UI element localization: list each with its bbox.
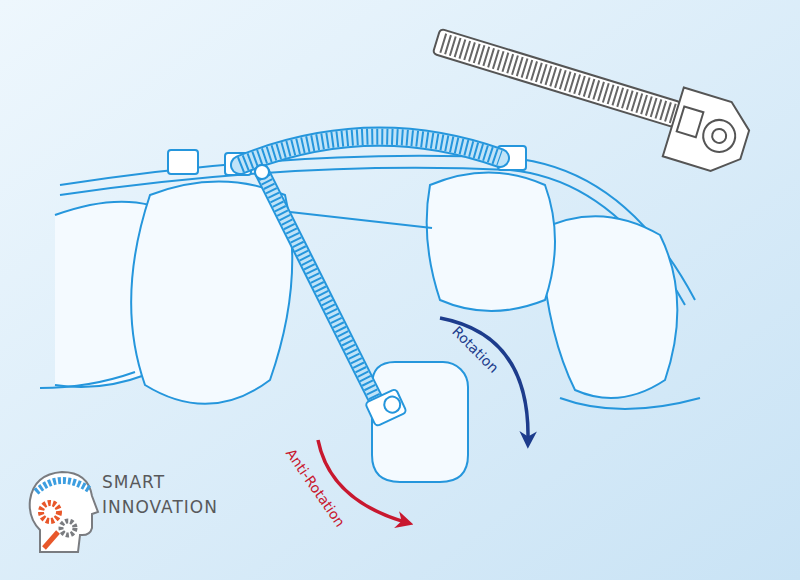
gum-line <box>560 398 700 409</box>
arrow-label: Rotation <box>449 324 501 376</box>
coil-spring <box>240 137 500 165</box>
tie-ring <box>699 116 739 156</box>
bracket <box>168 150 198 174</box>
tie-strip <box>262 172 376 400</box>
logo-gear <box>36 480 90 492</box>
arrow-label: Anti-Rotation <box>282 446 347 530</box>
tie-hook <box>255 165 269 179</box>
tie-band <box>433 29 682 128</box>
tie-lock-head <box>663 87 756 178</box>
logo-gear <box>44 532 58 548</box>
tie-strip <box>262 172 376 400</box>
coil-spring <box>240 137 500 165</box>
coil-spring <box>240 137 500 165</box>
tooth <box>540 216 677 398</box>
logo-gear <box>41 503 59 521</box>
tie-ring <box>710 127 727 144</box>
tooth <box>427 173 555 312</box>
tie-eye <box>382 394 403 415</box>
tooth <box>131 182 292 404</box>
lingual-wire <box>290 212 432 228</box>
tie-slot <box>677 106 704 137</box>
logo-icon <box>30 472 98 552</box>
tie-serration <box>442 43 673 114</box>
head-outline <box>30 472 98 552</box>
logo-gear <box>61 521 75 535</box>
gum-line <box>40 372 135 388</box>
tie-head <box>365 389 407 427</box>
cable-tie <box>424 14 756 178</box>
logo-text: SMART <box>102 473 165 492</box>
rotation-arrow <box>440 318 528 440</box>
tie-buckle <box>365 389 407 427</box>
tie-strip <box>262 172 376 400</box>
logo-text: INNOVATION <box>102 498 218 517</box>
